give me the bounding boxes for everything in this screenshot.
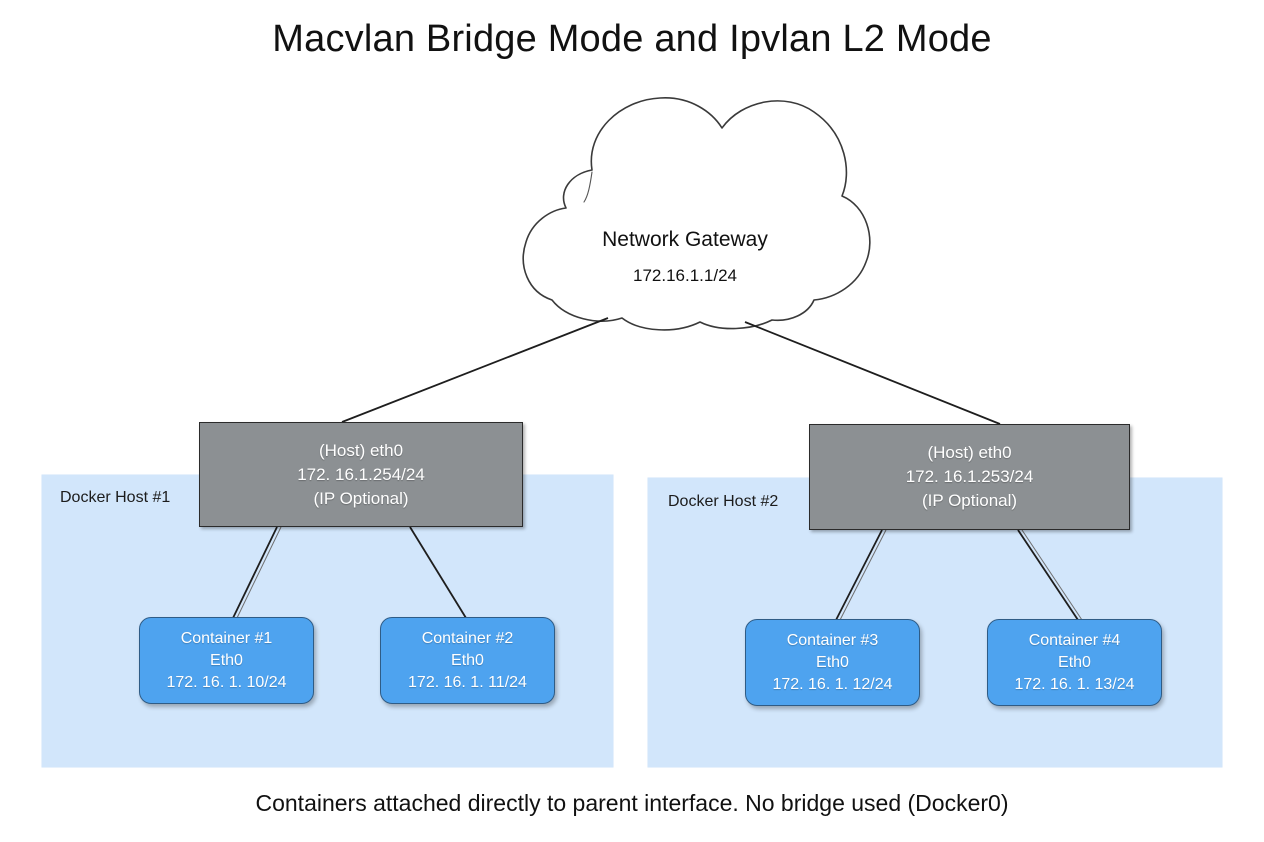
link-host1-to-container2 — [409, 526, 467, 619]
network-gateway-ip: 172.16.1.1/24 — [633, 266, 737, 285]
link-gateway-to-host2 — [744, 321, 1001, 425]
diagram-caption: Containers attached directly to parent i… — [255, 790, 1009, 816]
link-host2-to-container3-shadow — [839, 529, 887, 621]
container-4-ip: 172. 16. 1. 13/24 — [1014, 675, 1135, 693]
container-3-box[interactable]: Container #3 Eth0 172. 16. 1. 12/24 — [745, 619, 920, 706]
container-1-ip: 172. 16. 1. 10/24 — [166, 673, 287, 691]
host1-nic-box[interactable]: (Host) eth0 172. 16.1.254/24 (IP Optiona… — [199, 422, 523, 527]
link-host2-to-container4-shadow — [1021, 529, 1083, 621]
link-gateway-to-host1 — [341, 317, 609, 423]
page-title: Macvlan Bridge Mode and Ipvlan L2 Mode — [272, 18, 992, 60]
docker-host-1-label: Docker Host #1 — [60, 489, 171, 506]
network-gateway-name: Network Gateway — [602, 228, 768, 251]
container-1-box[interactable]: Container #1 Eth0 172. 16. 1. 10/24 — [139, 617, 314, 704]
container-1-interface: Eth0 — [210, 651, 243, 669]
container-3-name: Container #3 — [786, 631, 879, 649]
link-host1-to-container1 — [232, 526, 278, 619]
container-2-ip: 172. 16. 1. 11/24 — [408, 673, 527, 691]
host2-nic-interface: (Host) eth0 — [927, 443, 1012, 462]
host1-nic-interface: (Host) eth0 — [318, 440, 404, 460]
container-4-name: Container #4 — [1028, 631, 1121, 649]
network-gateway-cloud-icon — [522, 97, 871, 331]
cloud-inner-bump — [583, 171, 593, 203]
container-3-interface: Eth0 — [816, 653, 849, 671]
container-4-box[interactable]: Container #4 Eth0 172. 16. 1. 13/24 — [987, 619, 1162, 706]
container-2-interface: Eth0 — [451, 651, 484, 669]
container-2-box[interactable]: Container #2 Eth0 172. 16. 1. 11/24 — [380, 617, 555, 704]
host2-nic-box[interactable]: (Host) eth0 172. 16.1.253/24 (IP Optiona… — [809, 424, 1130, 530]
container-4-interface: Eth0 — [1058, 653, 1091, 671]
host1-nic-ip: 172. 16.1.254/24 — [297, 464, 425, 484]
host2-nic-note: (IP Optional) — [921, 491, 1018, 510]
container-1-name: Container #1 — [180, 629, 273, 647]
link-host2-to-container3 — [835, 529, 883, 621]
host2-nic-ip: 172. 16.1.253/24 — [905, 467, 1034, 486]
host1-nic-note: (IP Optional) — [313, 488, 409, 508]
link-host1-to-container1-shadow — [236, 526, 282, 619]
container-3-ip: 172. 16. 1. 12/24 — [772, 675, 893, 693]
link-host2-to-container4 — [1017, 529, 1079, 621]
docker-host-2-label: Docker Host #2 — [668, 493, 779, 510]
container-2-name: Container #2 — [421, 629, 514, 647]
